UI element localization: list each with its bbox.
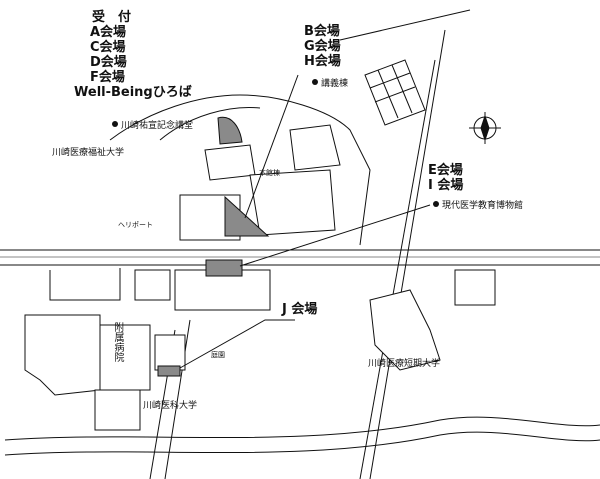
venue-label: D会場 (90, 55, 127, 70)
marker-dot-icon (112, 121, 118, 127)
venue-label-j: J 会場 (282, 302, 318, 317)
lecture-grid (364, 59, 426, 126)
venue-label: Well-Beingひろば (74, 85, 192, 100)
main-road (0, 249, 600, 266)
venue-highlights (157, 116, 270, 377)
highlight-memorial-hall (217, 116, 243, 145)
place-hospital: 附属病院 (112, 322, 123, 362)
venue-label: B会場 (304, 24, 340, 39)
highlight-lecture-hall (224, 195, 270, 237)
place-main-building: 本館棟 (259, 169, 280, 177)
marker-dot-icon (312, 79, 318, 85)
place-lecture-building: 講義棟 (312, 79, 348, 89)
central-buildings (134, 124, 341, 311)
place-welfare-univ: 川崎医療福祉大学 (52, 148, 125, 158)
place-junior-college: 川崎医療短期大学 (368, 359, 441, 369)
venue-label: I 会場 (428, 178, 464, 193)
venue-list-ei: E会場 I 会場 (428, 163, 463, 193)
place-garden: 庭園 (211, 351, 225, 359)
compass (469, 112, 501, 144)
hospital-buildings (24, 314, 186, 431)
place-medical-school: 川崎医科大学 (143, 401, 198, 411)
diagonal-roads (4, 9, 600, 479)
east-buildings (369, 269, 496, 371)
place-museum: 現代医学教育博物館 (433, 201, 523, 211)
venue-label: C会場 (90, 40, 126, 55)
campus-outline (49, 94, 371, 301)
venue-label: E会場 (428, 163, 463, 178)
place-heliport: ヘリポート (118, 221, 153, 229)
highlight-museum (205, 259, 243, 277)
leader-lines (179, 74, 431, 369)
highlight-j-hall (157, 365, 181, 377)
venue-list-bgh: B会場 G会場 H会場 (304, 24, 341, 69)
marker-dot-icon (433, 201, 439, 207)
venue-label: A会場 (90, 25, 127, 40)
venue-label: F会場 (90, 70, 125, 85)
venue-label: 受 付 (92, 10, 132, 25)
venue-list-reception: 受 付 A会場 C会場 D会場 F会場 Well-Beingひろば (74, 10, 192, 100)
venue-label: G会場 (304, 39, 341, 54)
venue-label: H会場 (304, 54, 341, 69)
place-memorial-hall: 川崎祐宣記念講堂 (112, 121, 193, 131)
